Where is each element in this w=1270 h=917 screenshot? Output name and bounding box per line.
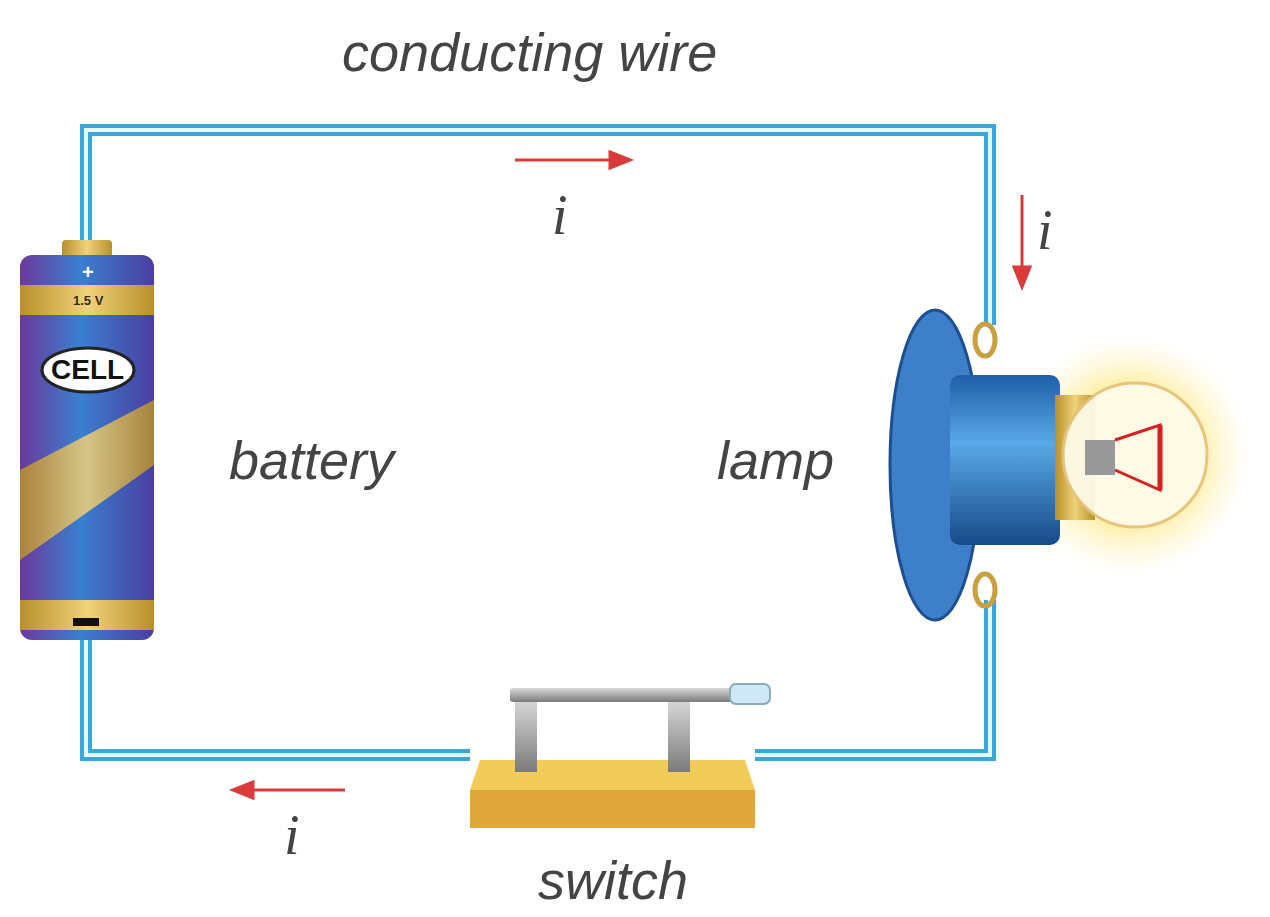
polarity-mark: + [82,261,94,284]
lamp-bulb [890,310,1250,620]
battery-cell [20,240,154,640]
part-name: switch [538,849,688,911]
part-name: battery [229,429,394,491]
current-symbol: i [284,803,300,867]
wire-label: conducting wire [342,21,717,83]
current-symbol: i [552,183,568,247]
knife-switch [470,684,770,828]
current-symbol: i [1037,198,1053,262]
conducting-wire [86,130,990,755]
cell-marking: CELL [51,354,124,386]
voltage-rating: 1.5 V [73,293,103,308]
part-name: lamp [717,429,834,491]
